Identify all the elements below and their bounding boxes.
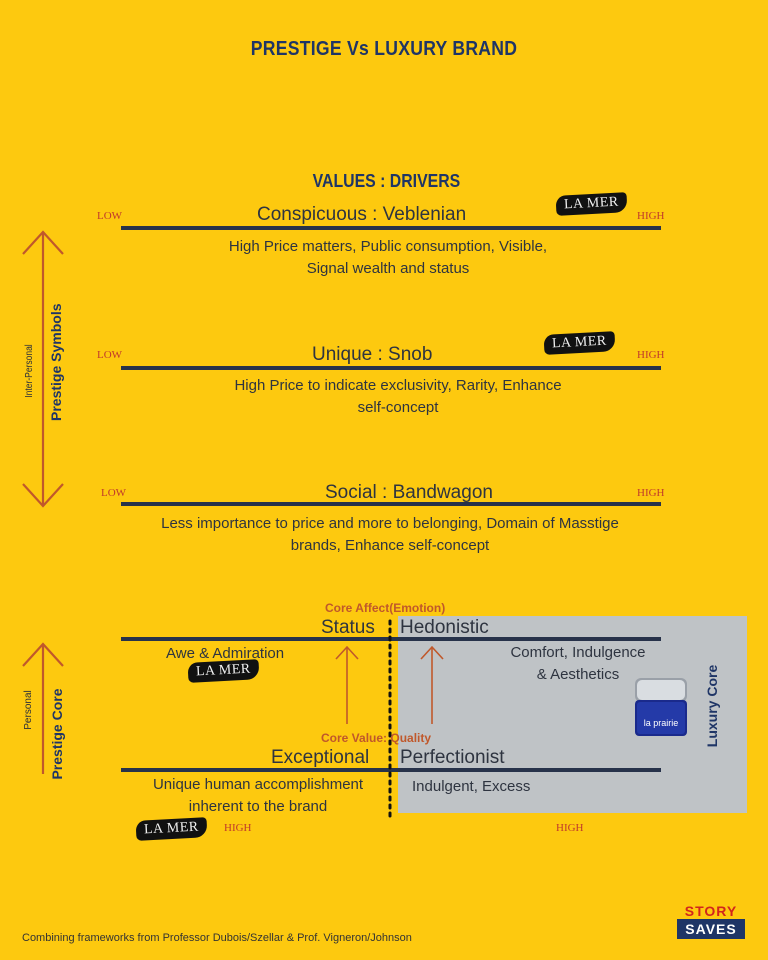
row-description: Less importance to price and more to bel… <box>130 513 650 557</box>
hedonistic-description: Comfort, Indulgence & Aesthetics <box>497 642 659 686</box>
hedonistic-label: Hedonistic <box>400 617 489 638</box>
hedonistic-description-line: & Aesthetics <box>536 666 620 683</box>
hedonistic-description-line: Comfort, Indulgence <box>510 644 646 661</box>
row-description-line: self-concept <box>357 399 439 416</box>
high-label: HIGH <box>556 822 584 834</box>
exceptional-line <box>121 768 661 772</box>
low-label: LOW <box>97 210 123 222</box>
axis-label-outer: Personal <box>23 690 34 730</box>
row-description-line: High Price matters, Public consumption, … <box>228 238 548 255</box>
scale-line <box>121 226 661 230</box>
perfectionist-label: Perfectionist <box>400 747 505 768</box>
high-label: HIGH <box>637 349 665 361</box>
row-title-social: Social : Bandwagon <box>325 482 493 503</box>
row-description-line: brands, Enhance self-concept <box>290 537 490 554</box>
low-label: LOW <box>97 349 123 361</box>
logo-line-1: STORY <box>684 903 738 919</box>
perfectionist-description: Indulgent, Excess <box>412 778 531 795</box>
status-label: Status <box>321 617 375 638</box>
lamer-logo: LA MER <box>555 192 628 216</box>
footer-credit: Combining frameworks from Professor Dubo… <box>22 932 412 944</box>
status-description: Awe & Admiration <box>166 645 285 662</box>
up-arrow-icon <box>335 645 359 724</box>
row-description-line: High Price to indicate exclusivity, Rari… <box>234 377 562 394</box>
exceptional-label: Exceptional <box>271 747 370 768</box>
lamer-logo: LA MER <box>187 659 260 683</box>
high-label: HIGH <box>637 210 665 222</box>
exceptional-description: Unique human accomplishment inherent to … <box>140 774 376 818</box>
section-subtitle: VALUES : DRIVERS <box>312 171 461 191</box>
scale-line <box>121 366 661 370</box>
luxury-core-label: Luxury Core <box>704 664 720 748</box>
row-description-line: Less importance to price and more to bel… <box>161 515 619 532</box>
row-title-unique: Unique : Snob <box>312 344 433 365</box>
core-value-label: Core Value: Quality <box>321 731 432 745</box>
la-prairie-product-image: la prairie <box>633 676 689 738</box>
row-title-conspicuous: Conspicuous : Veblenian <box>257 204 467 225</box>
low-label: LOW <box>101 487 127 499</box>
dotted-divider <box>388 619 392 819</box>
up-arrow-icon <box>22 642 64 774</box>
high-label: HIGH <box>224 822 252 834</box>
story-saves-logo: STORY SAVES <box>677 903 745 939</box>
logo-line-2: SAVES <box>677 919 745 939</box>
lamer-logo: LA MER <box>135 817 208 841</box>
high-label: HIGH <box>637 487 665 499</box>
luxury-core-box <box>398 616 747 813</box>
scale-line <box>121 502 661 506</box>
product-label: la prairie <box>643 718 679 728</box>
exceptional-description-line: inherent to the brand <box>188 798 328 815</box>
axis-label-outer: Inter-Personal <box>24 344 35 398</box>
row-description-line: Signal wealth and status <box>306 260 470 277</box>
lamer-logo: LA MER <box>543 331 616 355</box>
up-arrow-icon <box>420 645 444 724</box>
page-title: PRESTIGE Vs LUXURY BRAND <box>250 38 518 60</box>
exceptional-description-line: Unique human accomplishment <box>152 776 364 793</box>
axis-label-inner: Prestige Symbols <box>48 303 64 422</box>
row-description: High Price matters, Public consumption, … <box>168 236 608 280</box>
axis-label-inner: Prestige Core <box>49 688 65 780</box>
row-description: High Price to indicate exclusivity, Rari… <box>168 375 628 419</box>
double-arrow-icon <box>22 230 64 508</box>
core-affect-label: Core Affect(Emotion) <box>325 601 446 615</box>
